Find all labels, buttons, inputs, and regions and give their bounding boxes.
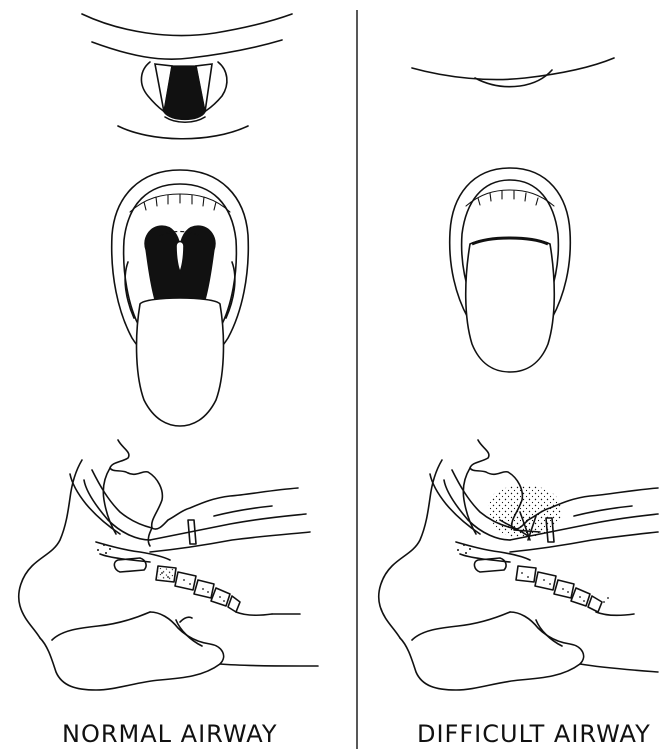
normal-mouth-view xyxy=(112,170,249,426)
normal-lateral-view xyxy=(19,440,318,690)
normal-vertebrae xyxy=(156,566,240,612)
difficult-glottis-view xyxy=(412,58,614,87)
difficult-airway-panel: DIFFICULT AIRWAY xyxy=(379,58,658,748)
normal-airway-caption: NORMAL AIRWAY xyxy=(62,720,277,748)
swollen-tissue-stipple xyxy=(488,485,562,537)
difficult-lateral-view xyxy=(379,440,658,690)
normal-airway-panel: NORMAL AIRWAY xyxy=(19,14,318,748)
difficult-mouth-view xyxy=(450,168,571,372)
difficult-airway-caption: DIFFICULT AIRWAY xyxy=(417,720,651,748)
difficult-vertebrae xyxy=(516,566,602,612)
normal-glottis-view xyxy=(82,14,292,139)
